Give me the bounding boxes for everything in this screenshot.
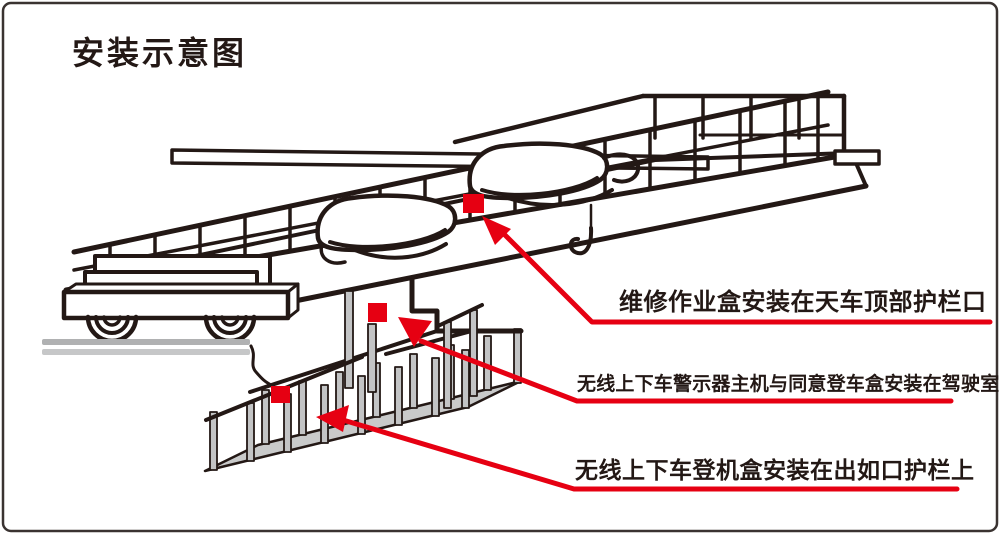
exit-guard-rail (436, 303, 484, 328)
leader-line-3 (340, 417, 960, 492)
leader-line-2 (418, 338, 954, 404)
marker-red-square-1 (463, 194, 484, 213)
hanger-column (367, 323, 377, 393)
annotation-label-warning-host-cab: 无线上下车警示器主机与同意登车盒安装在驾驶室 (577, 374, 1000, 395)
arrow-head-1 (482, 216, 511, 245)
annotation-graphics (271, 194, 993, 492)
wheel (203, 314, 257, 344)
hanger-column (344, 290, 354, 389)
hoist-drum-2 (467, 141, 641, 207)
marker-red-square-3 (271, 386, 290, 403)
exit-guard-post (443, 321, 452, 409)
wheel (85, 314, 139, 344)
ground-rails (42, 339, 250, 355)
far-guardrail (452, 93, 847, 153)
marker-red-square-2 (368, 303, 387, 322)
leader-line-1 (499, 229, 993, 325)
annotation-label-maintenance-box: 维修作业盒安装在天车顶部护栏口 (619, 289, 987, 316)
end-carriage (61, 254, 300, 344)
page-title: 安装示意图 (72, 35, 248, 71)
girder-end-bracket (833, 149, 881, 166)
hoist-drum-1 (315, 193, 458, 265)
arrow-head-2 (398, 317, 432, 347)
arrow-head-3 (316, 405, 349, 432)
annotation-label-boarding-box: 无线上下车登机盒安装在出如口护栏上 (575, 457, 975, 483)
platform-rear-rail (248, 329, 439, 394)
exit-guard-post (469, 309, 478, 397)
signal-cable (249, 344, 275, 388)
crane-hook (568, 203, 594, 256)
near-guardrail (71, 89, 831, 284)
